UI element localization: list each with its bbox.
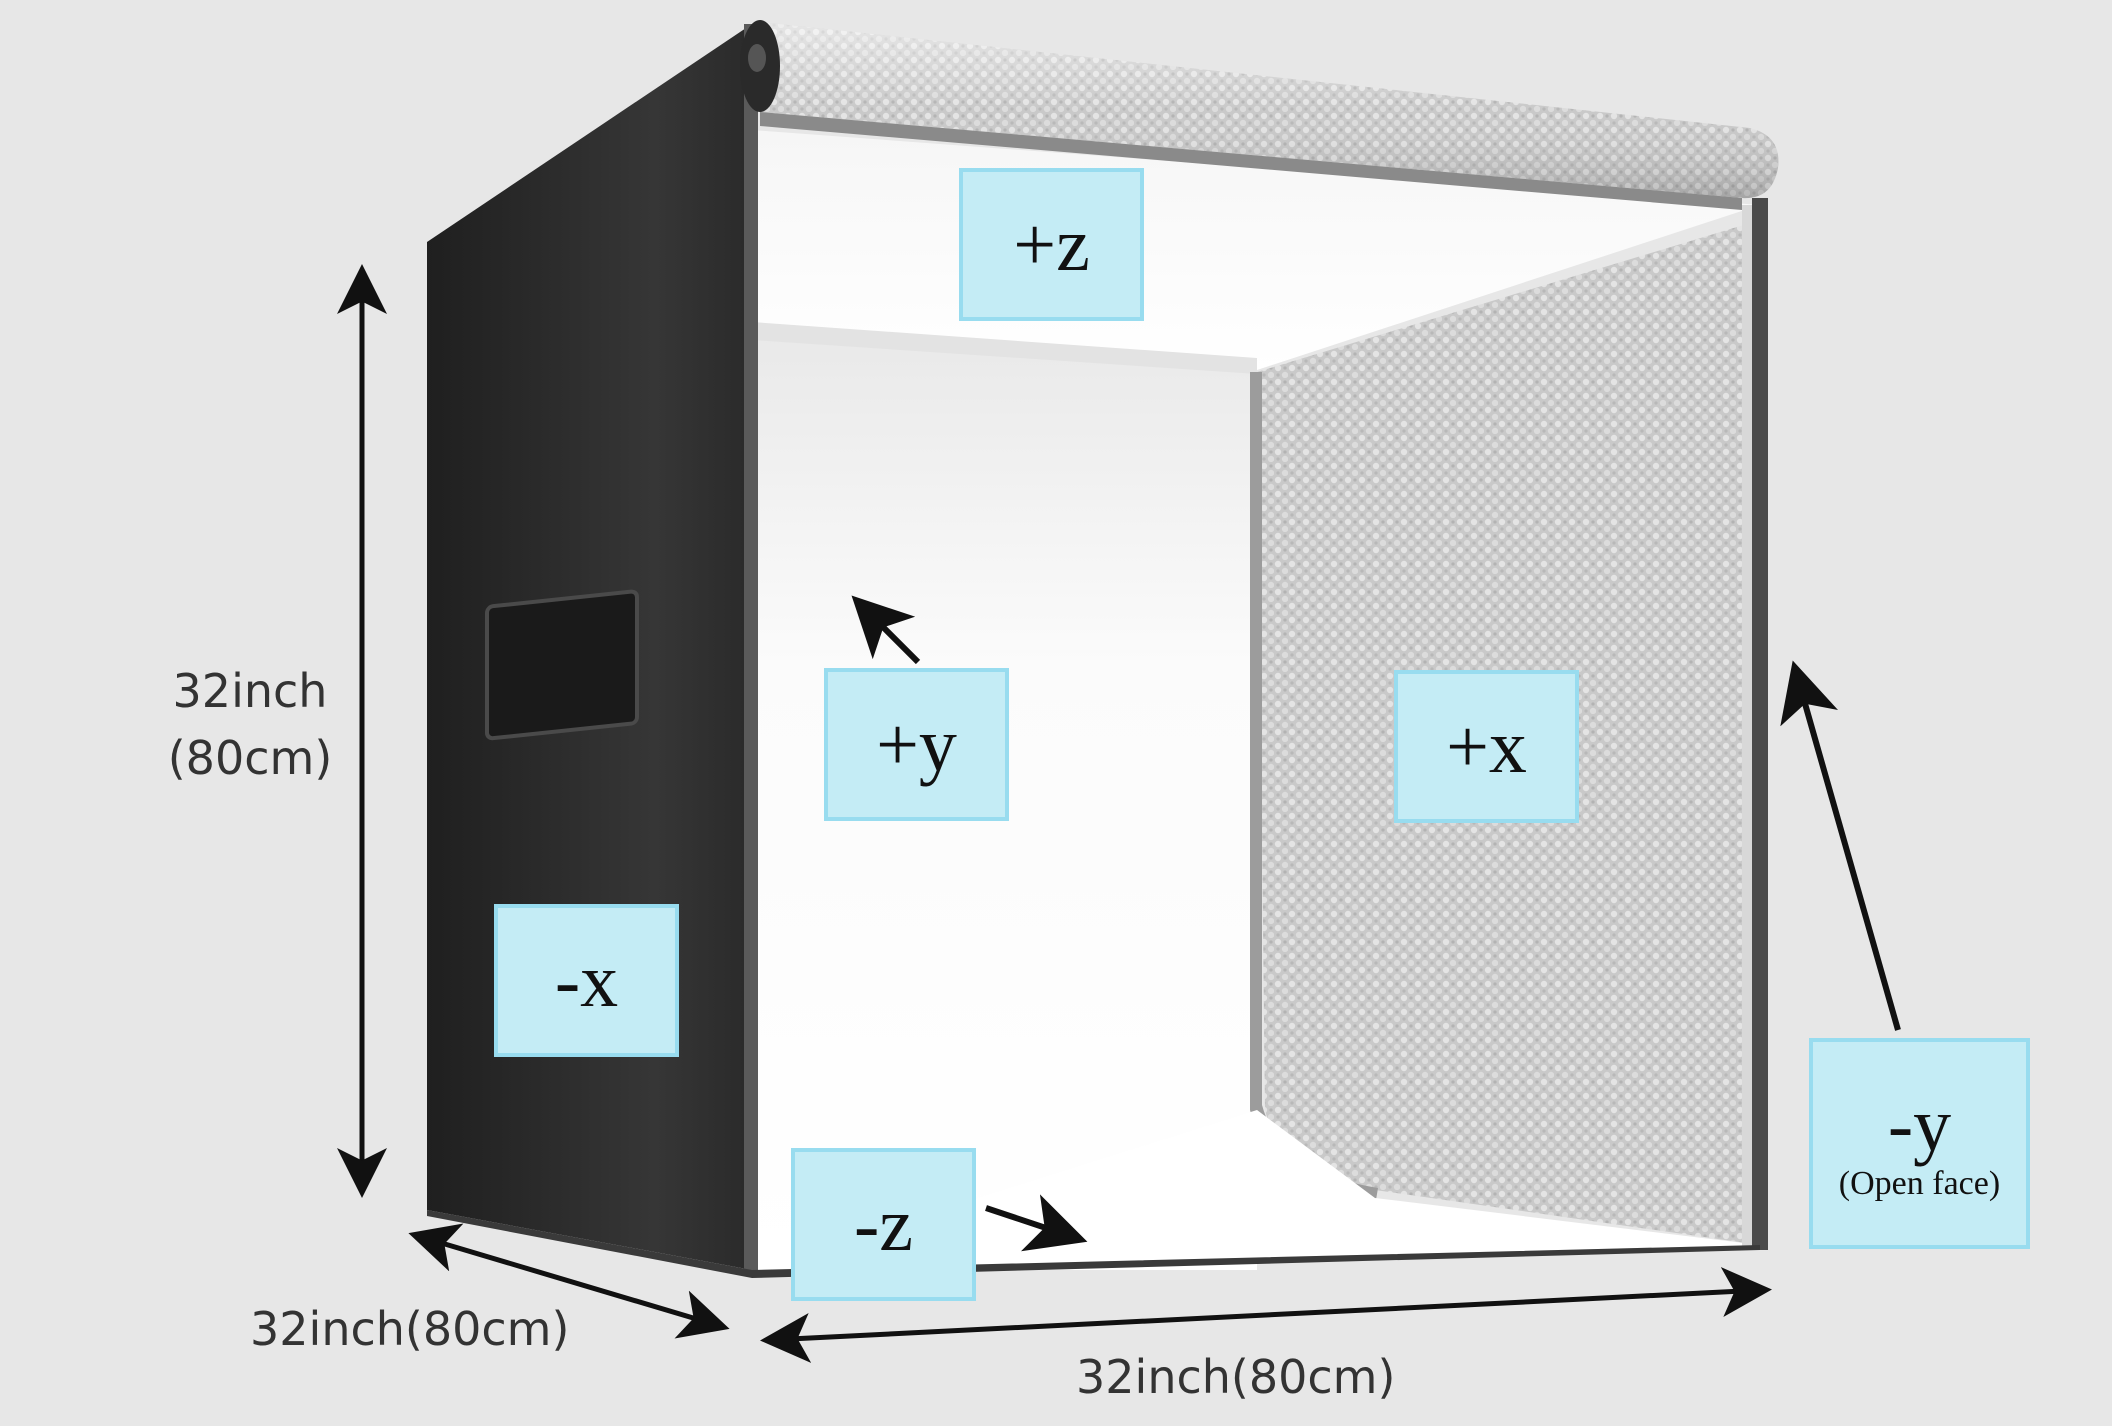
- ceiling-shadow: [752, 322, 1257, 374]
- front-right-frame: [1752, 198, 1768, 1250]
- label-neg-y-note: (Open face): [1838, 1164, 2001, 1202]
- width-dimension-arrow: [760, 1267, 1772, 1363]
- width-dimension-label: 32inch(80cm): [1076, 1350, 1396, 1404]
- label-pos-x: +x: [1394, 670, 1579, 823]
- label-neg-z-text: -z: [853, 1182, 914, 1267]
- label-neg-x-text: -x: [554, 938, 619, 1023]
- bottom-front-edge: [427, 1210, 1760, 1278]
- label-pos-x-text: +x: [1446, 704, 1527, 789]
- interior-floor: [752, 1110, 1760, 1270]
- height-dimension-line1: 32inch: [172, 664, 328, 718]
- label-neg-x: -x: [494, 904, 679, 1057]
- label-neg-z: -z: [791, 1148, 976, 1301]
- side-window: [485, 589, 639, 741]
- neg-y-arrow: [1780, 660, 1901, 1031]
- roller-end-knob: [748, 44, 766, 72]
- label-pos-z: +z: [959, 168, 1144, 321]
- label-neg-y: -y (Open face): [1809, 1038, 2030, 1249]
- front-left-frame: [744, 24, 758, 1272]
- label-pos-y: +y: [824, 668, 1009, 821]
- neg-z-arrow: [985, 1194, 1088, 1252]
- label-pos-z-text: +z: [1013, 202, 1090, 287]
- depth-dimension-arrow: [408, 1223, 730, 1339]
- front-right-frame-inner: [1742, 205, 1752, 1247]
- top-roller-shading: [760, 22, 1779, 199]
- pos-y-arrow: [851, 595, 921, 665]
- depth-dimension-label: 32inch(80cm): [250, 1302, 570, 1356]
- roller-rim: [760, 112, 1742, 210]
- height-dimension-label: 32inch (80cm): [152, 658, 348, 791]
- label-pos-y-text: +y: [876, 702, 957, 787]
- height-dimension-line2: (80cm): [167, 730, 333, 785]
- label-neg-y-text: -y: [1887, 1082, 1952, 1167]
